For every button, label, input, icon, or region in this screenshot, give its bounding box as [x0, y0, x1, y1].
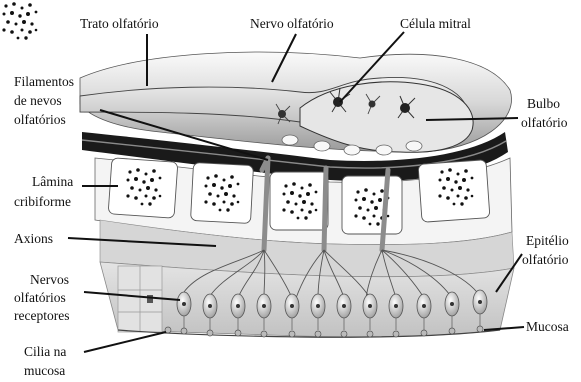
label-filamentos-line1: Filamentos: [14, 74, 74, 89]
label-nervos-receptores-line1: Nervos: [30, 272, 69, 287]
side-tissue-marker: [147, 295, 153, 303]
label-cilia-line2: mucosa: [24, 363, 65, 378]
label-filamentos-line2: de nevos: [14, 93, 62, 108]
label-lamina-line2: cribiforme: [14, 194, 71, 209]
label-trato-olfatorio: Trato olfatório: [80, 16, 159, 31]
label-celula-mitral: Célula mitral: [400, 16, 471, 31]
label-nervos-receptores-line2: olfatórios: [14, 290, 66, 305]
label-nervos-receptores-line3: receptores: [14, 308, 69, 323]
label-bulbo-line2: olfatório: [521, 115, 568, 130]
label-nervo-olfatorio: Nervo olfatório: [250, 16, 334, 31]
label-mucosa: Mucosa: [526, 319, 569, 334]
label-epitelio-line2: olfatório: [522, 252, 569, 267]
tissue-illustration: [2, 2, 514, 337]
label-filamentos-line3: olfatórios: [14, 112, 66, 127]
label-epitelio-line1: Epitélio: [526, 233, 569, 248]
label-bulbo-line1: Bulbo: [527, 96, 560, 111]
leader-cilia: [84, 332, 166, 352]
side-tissue-block: [118, 266, 162, 332]
label-axions: Axions: [14, 231, 53, 246]
label-lamina-line1: Lâmina: [32, 174, 73, 189]
label-cilia-line1: Cilia na: [24, 344, 66, 359]
